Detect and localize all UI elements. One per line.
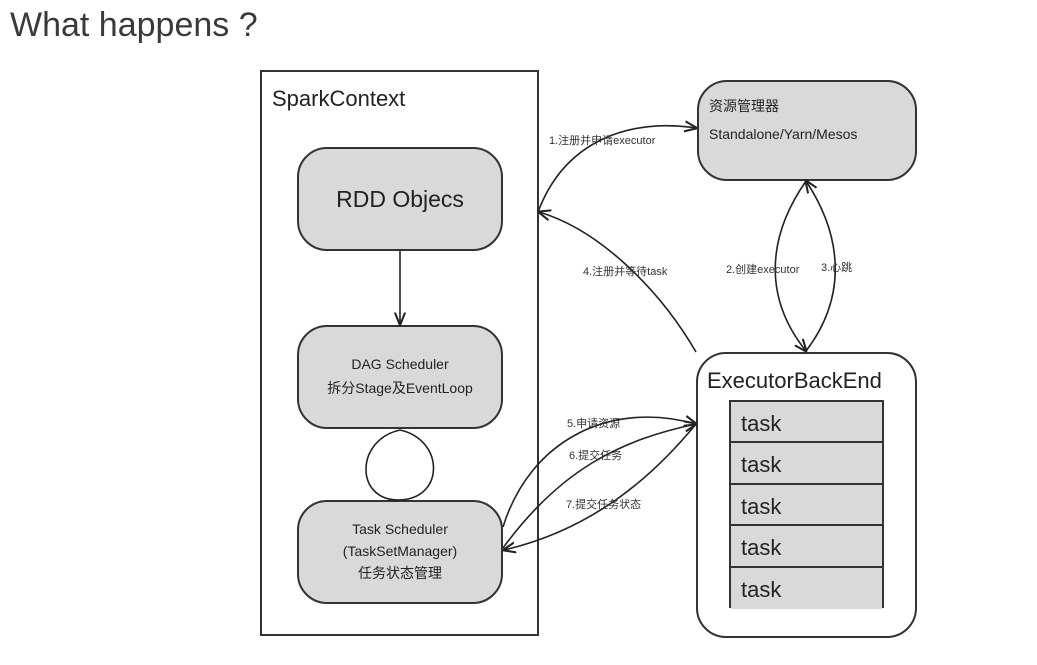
edge-1-label: 1.注册并申请executor [549, 135, 656, 147]
edge-1-register-request [537, 126, 696, 213]
spark-context-label: SparkContext [272, 86, 406, 111]
rdd-objects-node: RDD Objecs [297, 147, 503, 251]
edge-7-task-status [504, 423, 697, 550]
edge-2-label: 2.创建executor [726, 264, 800, 276]
edge-dag-task-loop-left [365, 429, 401, 501]
edge-4-label: 4.注册并等待task [583, 266, 668, 278]
executor-backend-label: ExecutorBackEnd [707, 368, 882, 393]
edge-6-submit-task [502, 424, 696, 549]
edge-7-label: 7.提交任务状态 [566, 499, 642, 511]
task-item: task [731, 567, 882, 609]
rdd-objects-label: RDD Objecs [336, 185, 464, 212]
task-scheduler-subtitle: (TaskSetManager) [342, 543, 458, 559]
resource-manager-types: Standalone/Yarn/Mesos [709, 126, 858, 142]
task-item: task [731, 484, 882, 527]
task-scheduler-title: Task Scheduler [352, 521, 448, 537]
dag-scheduler-desc: 拆分Stage及EventLoop [327, 380, 473, 396]
edge-5-label: 5.申请资源 [567, 418, 621, 430]
task-item: task [731, 443, 882, 485]
edge-dag-task-loop-right [397, 429, 435, 501]
task-scheduler-desc: 任务状态管理 [358, 565, 442, 581]
edge-5-request-resources [502, 417, 696, 528]
dag-scheduler-title: DAG Scheduler [351, 356, 449, 372]
edge-3-heartbeat [806, 181, 837, 352]
task-item: task [731, 402, 882, 444]
resource-manager-title: 资源管理器 [709, 98, 779, 114]
page-title: What happens ? [10, 6, 258, 44]
edge-4-register-wait [539, 212, 697, 353]
task-list: task task task task task [729, 400, 884, 609]
dag-scheduler-node: DAG Scheduler 拆分Stage及EventLoop [297, 325, 503, 429]
edge-2-create-executor [774, 180, 806, 351]
edge-6-label: 6.提交任务 [569, 450, 623, 462]
task-item: task [731, 526, 882, 568]
edge-3-label: 3.心跳 [821, 262, 853, 274]
